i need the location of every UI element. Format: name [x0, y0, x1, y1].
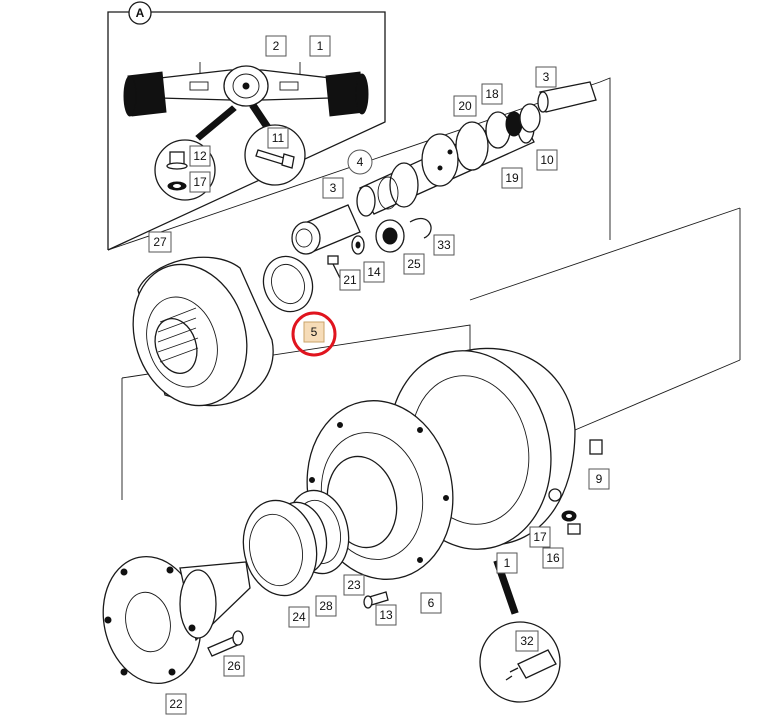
leader-to-detail-12 [195, 105, 237, 141]
svg-text:27: 27 [153, 235, 167, 249]
callout-32: 32 [515, 630, 539, 652]
svg-text:17: 17 [533, 530, 547, 544]
svg-text:17: 17 [193, 175, 207, 189]
callout-25: 25 [403, 253, 425, 275]
callout-28: 28 [315, 595, 337, 617]
callout-14: 14 [363, 261, 385, 283]
svg-text:21: 21 [343, 273, 357, 287]
svg-text:5: 5 [311, 325, 318, 339]
callout-12: 12 [189, 145, 211, 167]
svg-text:32: 32 [520, 634, 534, 648]
callout-3-shaft: 3 [535, 66, 557, 88]
view-a-marker: A [136, 6, 145, 20]
callout-24: 24 [288, 606, 310, 628]
svg-text:12: 12 [193, 149, 207, 163]
callout-19: 19 [501, 167, 523, 189]
callout-18: 18 [481, 83, 503, 105]
svg-text:24: 24 [292, 610, 306, 624]
svg-text:18: 18 [485, 87, 499, 101]
callout-23: 23 [343, 574, 365, 596]
callout-16: 16 [542, 547, 564, 569]
svg-text:22: 22 [169, 697, 183, 711]
small-fasteners [363, 439, 603, 609]
svg-text:1: 1 [504, 556, 511, 570]
ring-nut-part-5 [262, 255, 314, 313]
callout-13: 13 [375, 604, 397, 626]
svg-text:6: 6 [428, 596, 435, 610]
svg-text:25: 25 [407, 257, 421, 271]
svg-text:20: 20 [458, 99, 472, 113]
callout-22: 22 [165, 693, 187, 715]
view-a-marker-circle [128, 1, 152, 25]
callout-10: 10 [536, 149, 558, 171]
callout-labels: 1 2 3 3 4 5 6 9 [148, 35, 610, 715]
inset-panel-a: A [107, 1, 386, 251]
callout-17-inset: 17 [189, 171, 211, 193]
output-flange-part-22 [102, 555, 251, 685]
callout-26: 26 [223, 655, 245, 677]
callout-1-hub: 1 [496, 552, 518, 574]
svg-text:14: 14 [367, 265, 381, 279]
bearing-seal-stack [242, 489, 350, 597]
svg-text:9: 9 [596, 472, 603, 486]
svg-text:19: 19 [505, 171, 519, 185]
svg-text:23: 23 [347, 578, 361, 592]
callout-2: 2 [265, 35, 287, 57]
callout-20: 20 [453, 95, 477, 117]
svg-text:3: 3 [543, 70, 550, 84]
callout-17-flange: 17 [529, 526, 551, 548]
callout-21: 21 [339, 269, 361, 291]
callout-33: 33 [433, 234, 455, 256]
brake-drum-part-27 [132, 256, 274, 407]
callout-11: 11 [267, 127, 289, 149]
drive-shaft-assembly [291, 81, 597, 279]
detail-circle-sealant [479, 559, 561, 703]
svg-text:28: 28 [319, 599, 333, 613]
axle-housing-drawing [123, 62, 369, 117]
svg-text:4: 4 [357, 155, 364, 169]
callout-27: 27 [148, 231, 172, 253]
svg-text:3: 3 [330, 181, 337, 195]
svg-text:26: 26 [227, 659, 241, 673]
svg-text:10: 10 [540, 153, 554, 167]
callout-1-top: 1 [309, 35, 331, 57]
svg-text:1: 1 [317, 39, 324, 53]
callout-9: 9 [588, 468, 610, 490]
callout-6: 6 [420, 592, 442, 614]
svg-text:16: 16 [546, 551, 560, 565]
svg-text:33: 33 [437, 238, 451, 252]
svg-text:2: 2 [273, 39, 280, 53]
callout-3-pinion: 3 [322, 177, 344, 199]
callout-4: 4 [347, 149, 373, 175]
svg-text:13: 13 [379, 608, 393, 622]
svg-text:11: 11 [272, 131, 285, 145]
callout-5-highlighted[interactable]: 5 [291, 311, 337, 357]
